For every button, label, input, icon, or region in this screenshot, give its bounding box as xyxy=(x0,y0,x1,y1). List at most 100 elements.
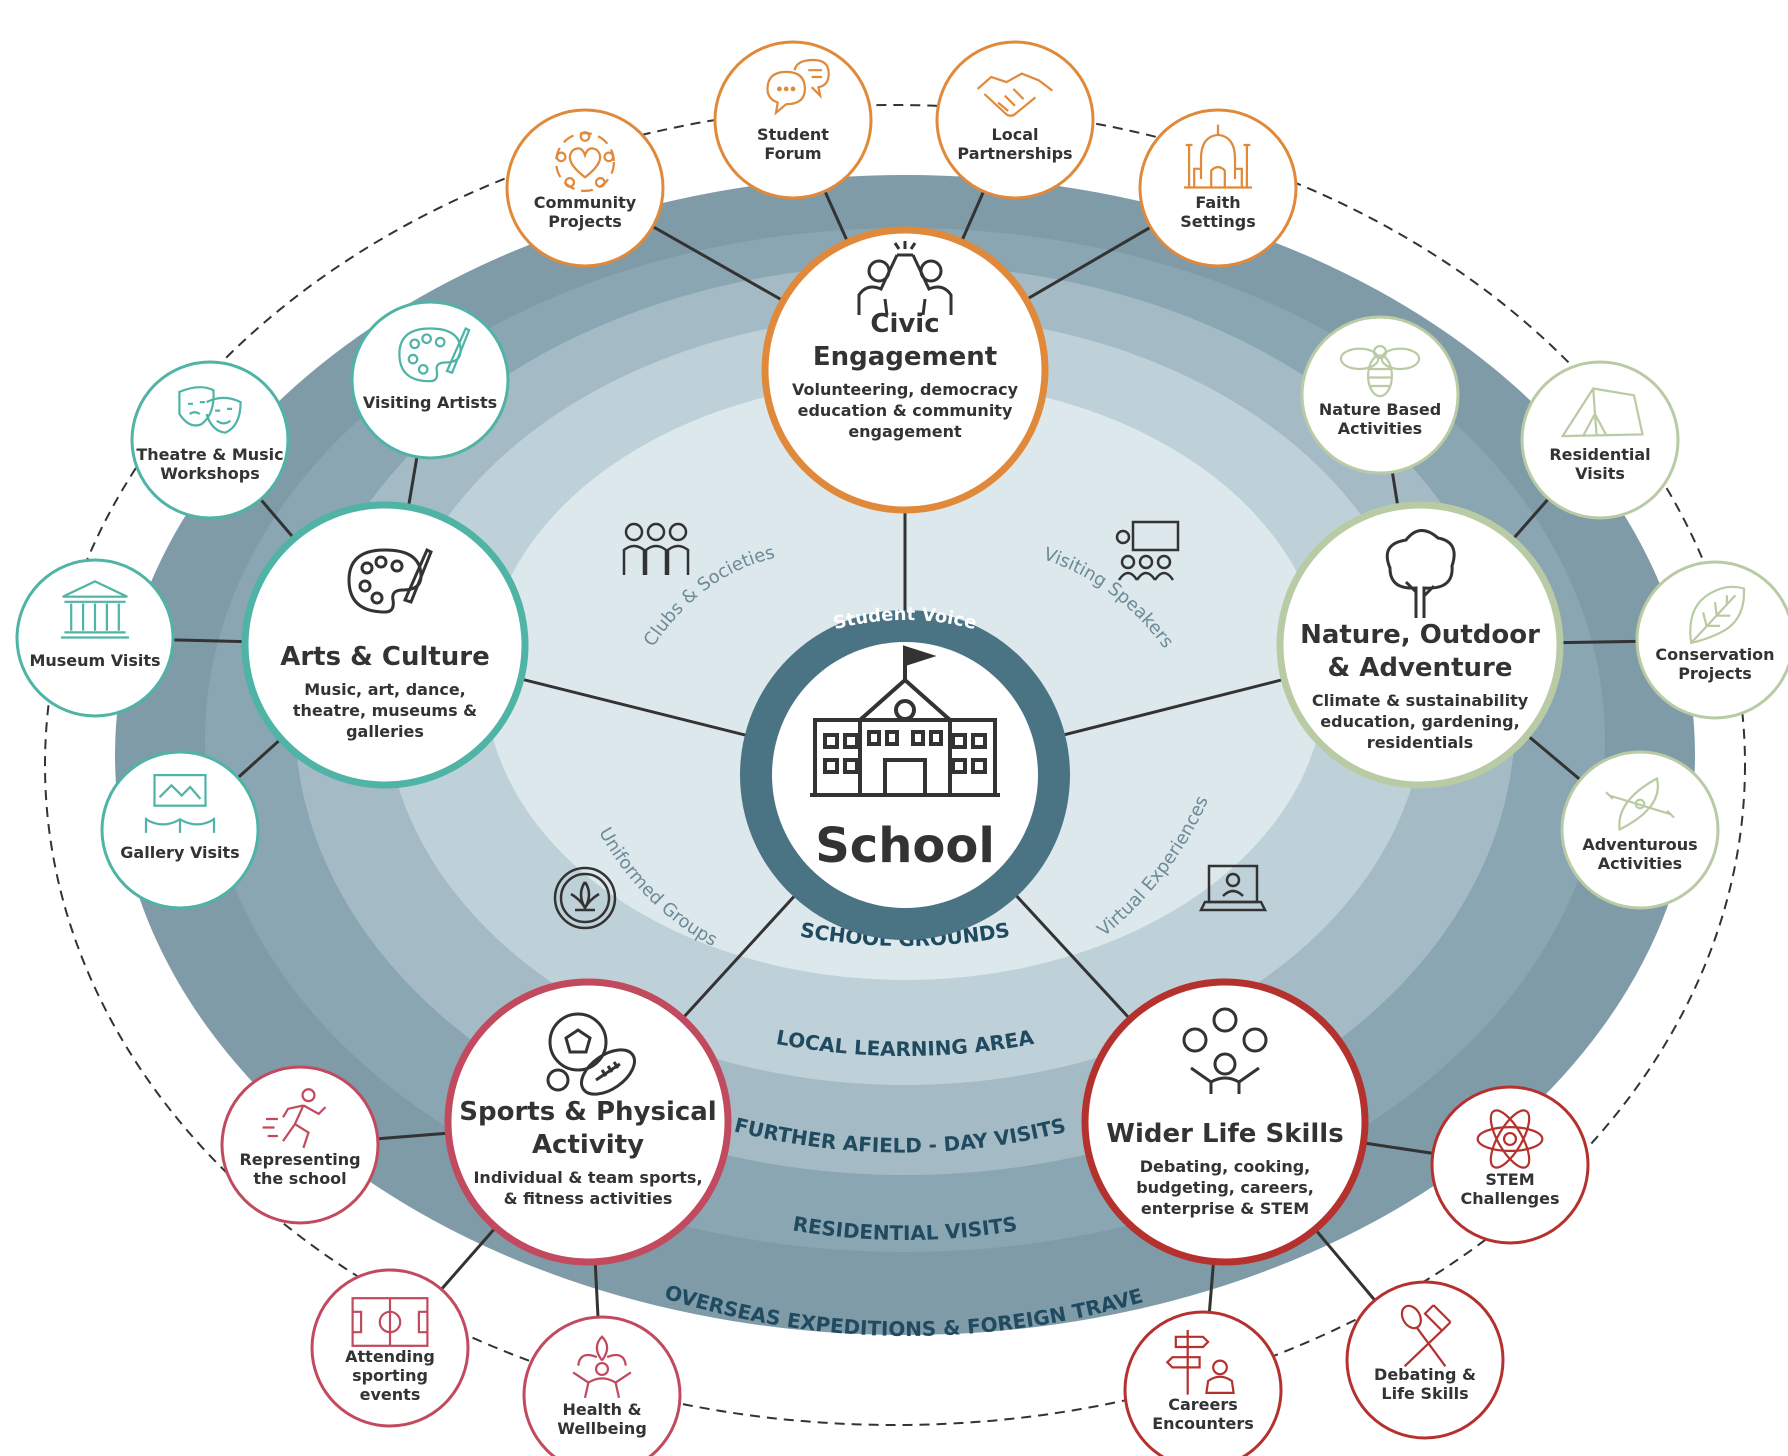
outer-boundary xyxy=(44,104,1746,1426)
satellite-sports-2[interactable]: Health &Wellbeing xyxy=(522,1315,682,1456)
fleur-de-lis-icon xyxy=(553,866,617,930)
satellite-label: Community xyxy=(534,193,637,212)
satellite-circle xyxy=(1520,360,1680,520)
wellbeing-icon xyxy=(572,1335,632,1399)
pillar-title: Sports & Physical xyxy=(459,1097,716,1127)
palette-brush-icon xyxy=(398,326,471,383)
pillar-description: theatre, museums & xyxy=(293,701,477,720)
pillar-description: education & community xyxy=(798,401,1013,420)
pillar-description: Individual & team sports, xyxy=(473,1168,702,1187)
theatre-masks-icon xyxy=(178,386,242,434)
satellite-circle xyxy=(1560,750,1720,910)
satellite-circle xyxy=(505,108,665,268)
pillar-description: residentials xyxy=(1367,733,1473,752)
school-hub: Student Voice School xyxy=(740,604,1070,940)
pillar-title: Wider Life Skills xyxy=(1106,1119,1343,1149)
pitch-icon xyxy=(351,1297,429,1347)
satellite-label: Projects xyxy=(548,212,622,231)
satellite-circle xyxy=(310,1268,470,1428)
pillar-arts[interactable]: Visiting Artists Theatre & MusicWorkshops… xyxy=(15,300,529,910)
kayak-icon xyxy=(1605,776,1675,832)
pillar-title: Nature, Outdoor xyxy=(1300,620,1540,650)
satellite-label: Projects xyxy=(1678,664,1752,683)
satellite-circle xyxy=(935,40,1095,200)
pillar-title: Engagement xyxy=(813,342,997,372)
kitchen-utensils-icon xyxy=(1400,1304,1452,1368)
pillar-circle xyxy=(1276,501,1564,789)
satellite-label: Residential xyxy=(1549,445,1650,464)
satellite-circle xyxy=(522,1315,682,1456)
satellite-arts-2[interactable]: Museum Visits xyxy=(15,558,175,718)
satellite-label: Gallery Visits xyxy=(120,843,239,862)
satellite-label: Challenges xyxy=(1461,1189,1560,1208)
satellite-label: Partnerships xyxy=(957,144,1072,163)
satellite-arts-0[interactable]: Visiting Artists xyxy=(350,300,510,460)
satellite-circle xyxy=(350,300,510,460)
group-icon xyxy=(622,522,690,575)
pillar-description: Climate & sustainability xyxy=(1312,691,1529,710)
satellite-label: Faith xyxy=(1195,193,1240,212)
balls-icon xyxy=(546,1012,636,1096)
leaf-icon xyxy=(1689,585,1746,645)
satellite-label: Adventurous xyxy=(1582,835,1697,854)
pillars: CommunityProjectsStudentForumLocalPartne… xyxy=(15,40,1788,1456)
satellite-circle xyxy=(1345,1280,1505,1440)
satellite-label: Conservation xyxy=(1655,645,1774,664)
satellite-circle xyxy=(1300,315,1460,475)
pillar-title: Civic xyxy=(870,309,939,339)
pillar-description: enterprise & STEM xyxy=(1141,1199,1309,1218)
juggling-person-icon xyxy=(1182,1007,1268,1094)
school-building-icon xyxy=(810,645,1000,797)
high-five-icon xyxy=(857,241,953,316)
signpost-icon xyxy=(1165,1329,1235,1395)
satellite-label: Debating & xyxy=(1374,1365,1476,1384)
museum-icon xyxy=(60,580,130,639)
satellite-circle xyxy=(1635,560,1788,720)
tree-icon xyxy=(1385,529,1456,618)
handshake-icon xyxy=(976,72,1054,117)
tent-icon xyxy=(1560,387,1644,438)
satellite-life-1[interactable]: Debating &Life Skills xyxy=(1345,1280,1505,1440)
satellite-label: events xyxy=(360,1385,421,1404)
community-heart-icon xyxy=(554,131,616,193)
satellite-circle xyxy=(1123,1310,1283,1456)
satellite-label: Activities xyxy=(1598,854,1682,873)
palette-icon xyxy=(347,547,433,614)
satellite-label: Activities xyxy=(1338,419,1422,438)
satellite-arts-3[interactable]: Gallery Visits xyxy=(100,750,260,910)
laptop-video-icon xyxy=(1198,864,1268,912)
satellite-label: STEM xyxy=(1485,1170,1534,1189)
satellite-label: Student xyxy=(757,125,829,144)
satellite-circle xyxy=(713,40,873,200)
satellite-label: Wellbeing xyxy=(557,1419,647,1438)
mosque-icon xyxy=(1183,124,1253,189)
gallery-icon xyxy=(144,773,216,833)
school-core xyxy=(772,642,1038,908)
pillar-description: Volunteering, democracy xyxy=(792,380,1019,399)
satellite-label: Health & xyxy=(562,1400,641,1419)
pillar-title: & Adventure xyxy=(1328,653,1513,683)
pillar-description: Debating, cooking, xyxy=(1140,1157,1311,1176)
satellite-label: Workshops xyxy=(160,464,259,483)
satellite-label: Forum xyxy=(764,144,821,163)
pillar-circle xyxy=(1081,978,1369,1266)
bee-icon xyxy=(1339,344,1421,398)
satellite-label: Careers xyxy=(1168,1395,1238,1414)
